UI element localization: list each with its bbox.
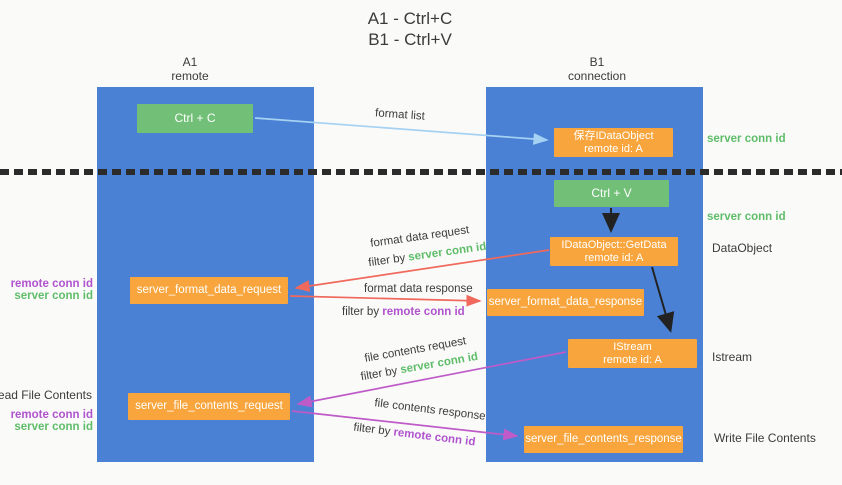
column-b1-label: B1	[589, 55, 605, 69]
save-idataobject-line2: remote id: A	[584, 142, 643, 155]
column-remote-label: remote	[171, 69, 209, 83]
node-server-format-data-request: server_format_data_request	[130, 277, 288, 304]
title-line-1: A1 - Ctrl+C	[367, 9, 453, 28]
format-request-label: server_format_data_request	[136, 284, 282, 296]
format-response-label: server_format_data_response	[488, 296, 643, 308]
node-server-file-contents-response: server_file_contents_response	[524, 426, 683, 453]
server-conn-id-label-top: server conn id	[707, 133, 786, 145]
format-data-response-arrow	[289, 294, 482, 307]
column-header-a1-remote: A1 remote	[130, 55, 250, 83]
dataobject-label: DataObject	[712, 241, 773, 255]
ctrl-v-label: Ctrl + V	[591, 186, 632, 200]
remote-conn-id-label: remote conn id	[10, 409, 93, 421]
filter-by-text: filter by	[367, 251, 410, 270]
getdata-line2: remote id: A	[584, 251, 644, 264]
left-conn-id-pair-file: remote conn id server conn id	[11, 409, 93, 433]
node-server-format-data-response: server_format_data_response	[487, 289, 644, 316]
filter-by-text: filter by	[352, 421, 395, 439]
server-conn-id-label: server conn id	[14, 290, 93, 302]
node-istream: IStream remote id: A	[568, 339, 697, 368]
column-header-b1-connection: B1 connection	[537, 55, 657, 83]
left-conn-id-pair-format: remote conn id server conn id	[11, 278, 93, 302]
file-response-label: server_file_contents_response	[525, 433, 682, 445]
read-file-contents-label: Read File Contents	[0, 388, 92, 402]
istream-line2: remote id: A	[603, 353, 662, 366]
filter-by-remote-conn-id-label-2: filter by remote conn id	[353, 422, 476, 450]
node-ctrl-c: Ctrl + C	[137, 104, 253, 133]
filter-by-text: filter by	[359, 364, 402, 384]
title-line-2: B1 - Ctrl+V	[368, 30, 452, 49]
server-conn-id-label: server conn id	[14, 421, 93, 433]
write-file-contents-label: Write File Contents	[714, 431, 816, 445]
server-conn-id-label-mid: server conn id	[707, 211, 786, 223]
section-divider-dashed-line	[0, 169, 842, 175]
node-save-idataobject: 保存IDataObject remote id: A	[554, 128, 673, 157]
remote-conn-id-text: remote conn id	[382, 306, 465, 318]
column-a1-label: A1	[182, 55, 198, 69]
file-contents-response-label: file contents response	[373, 397, 487, 423]
getdata-line1: IDataObject::GetData	[561, 238, 667, 251]
save-idataobject-line1: 保存IDataObject	[573, 129, 654, 142]
column-connection-label: connection	[567, 69, 627, 83]
node-server-file-contents-request: server_file_contents_request	[128, 393, 290, 420]
filter-by-text: filter by	[342, 306, 383, 318]
format-data-response-label: format data response	[364, 283, 473, 295]
server-conn-id-text: server conn id	[407, 240, 488, 264]
istream-line1: IStream	[613, 340, 652, 353]
node-idataobject-getdata: IDataObject::GetData remote id: A	[550, 237, 678, 266]
ctrl-c-label: Ctrl + C	[174, 111, 216, 125]
filter-by-remote-conn-id-label-1: filter by remote conn id	[342, 306, 465, 319]
remote-conn-id-label: remote conn id	[10, 278, 93, 290]
istream-side-label: Istream	[712, 350, 753, 364]
remote-conn-id-text: remote conn id	[392, 426, 477, 449]
diagram-title: A1 - Ctrl+C B1 - Ctrl+V	[300, 8, 520, 50]
node-ctrl-v: Ctrl + V	[554, 180, 669, 207]
file-request-label: server_file_contents_request	[135, 400, 283, 412]
format-list-label: format list	[374, 107, 426, 123]
